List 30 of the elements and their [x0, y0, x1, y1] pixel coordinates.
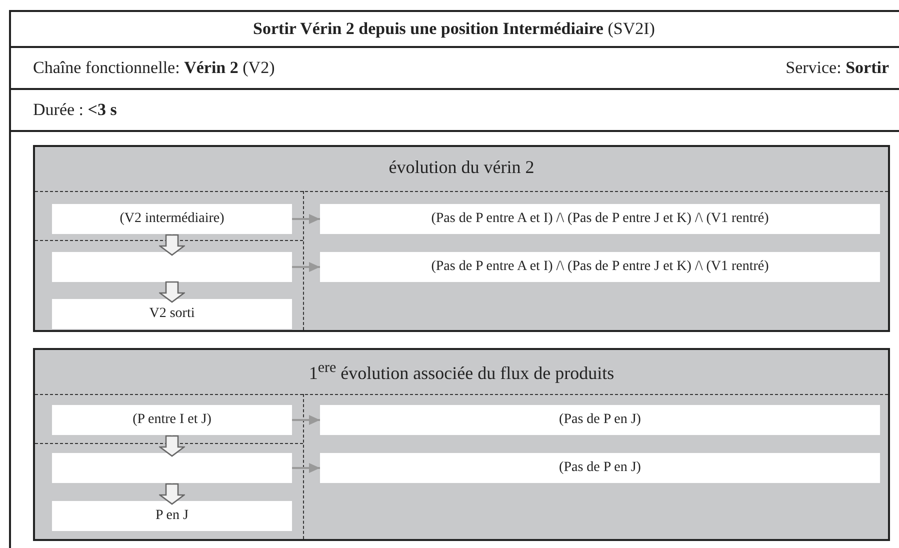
swimlane-panel	[33, 348, 890, 541]
field-label: Chaîne fonctionnelle: Vérin 2 (V2)	[33, 57, 275, 79]
arrow	[292, 463, 320, 473]
panel-heading: évolution du vérin 2	[388, 157, 536, 178]
panel-heading: 1$^{ere}$ évolution associée du flux de produits	[308, 360, 616, 384]
state-text: (Pas de P entre A et I) /\ (Pas de P entre J et K) /\ (V1 rentré)	[431, 211, 769, 227]
state-box	[52, 501, 292, 531]
empty-state-box	[52, 252, 292, 282]
arrow	[292, 214, 320, 224]
state-box	[52, 204, 292, 234]
state-box	[320, 405, 880, 435]
state-text: V2 sorti	[149, 306, 195, 322]
swimlane-panel	[33, 145, 890, 332]
state-text: (Pas de P en J)	[559, 412, 641, 428]
state-text: P en J	[156, 508, 188, 524]
field-label: Service: Sortir	[786, 57, 889, 79]
title-text: Sortir Vérin 2 depuis une position Intermédiaire (SV2I)	[253, 19, 655, 39]
arrow	[292, 415, 320, 425]
state-text: (Pas de P entre A et I) /\ (Pas de P entre J et K) /\ (V1 rentré)	[431, 259, 769, 275]
state-box	[320, 252, 880, 282]
state-text: (V2 intermédiaire)	[120, 211, 224, 227]
field-label: Durée : <3 s	[33, 99, 117, 121]
arrow	[292, 262, 320, 272]
state-box	[320, 453, 880, 483]
state-box	[52, 299, 292, 329]
state-box	[52, 405, 292, 435]
state-text: (P entre I et J)	[132, 412, 212, 428]
empty-state-box	[52, 453, 292, 483]
state-text: (Pas de P en J)	[559, 460, 641, 476]
state-box	[320, 204, 880, 234]
